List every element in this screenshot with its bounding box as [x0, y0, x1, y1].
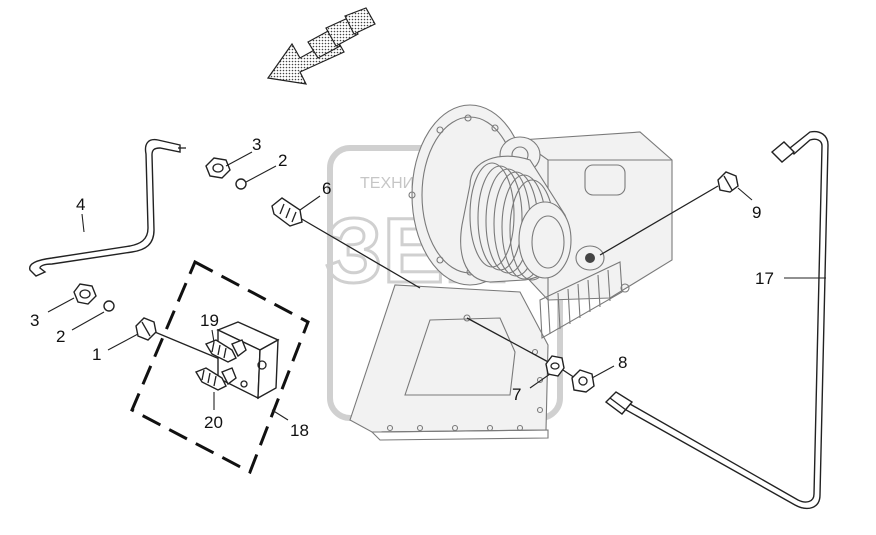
callout-17: 17	[755, 269, 774, 288]
callout-19: 19	[200, 311, 219, 330]
adapter-8	[571, 369, 595, 393]
assembly-lines	[149, 185, 719, 381]
cooling-fins	[539, 261, 623, 339]
callout-9: 9	[752, 203, 761, 222]
direction-arrow-icon	[266, 7, 376, 85]
callout-3-lower: 3	[30, 311, 39, 330]
callout-labels: 3 2 6 4 3 2 1 9 17 7 8 19 20 18	[30, 135, 774, 440]
callout-1: 1	[92, 345, 101, 364]
callout-8: 8	[618, 353, 627, 372]
fitting-3-upper	[205, 157, 231, 179]
pipe-17-end-lower	[604, 391, 634, 415]
motor-body	[460, 155, 572, 283]
callout-18: 18	[290, 421, 309, 440]
fitting-3-lower	[73, 283, 97, 305]
valve-assembly-18	[130, 259, 310, 475]
pipe-4	[29, 138, 186, 277]
valve-fitting-19	[204, 339, 247, 363]
pipe-17	[604, 130, 829, 510]
callout-6: 6	[322, 179, 331, 198]
seal-7	[545, 355, 565, 377]
adapter-1	[135, 317, 157, 341]
callout-20: 20	[204, 413, 223, 432]
gearbox-assembly	[349, 104, 673, 441]
callout-3-upper: 3	[252, 135, 261, 154]
callout-2-upper: 2	[278, 151, 287, 170]
callout-2-lower: 2	[56, 327, 65, 346]
seal-2-lower	[103, 300, 115, 312]
housing-base	[349, 284, 549, 433]
callout-leaders	[47, 151, 826, 421]
callout-7: 7	[512, 385, 521, 404]
valve-fitting-20	[194, 367, 237, 391]
fitting-9	[717, 171, 739, 193]
callout-4: 4	[76, 195, 85, 214]
pipe-17-end-upper	[770, 141, 796, 163]
seal-2-upper	[235, 178, 247, 190]
adapter-6	[271, 197, 303, 227]
